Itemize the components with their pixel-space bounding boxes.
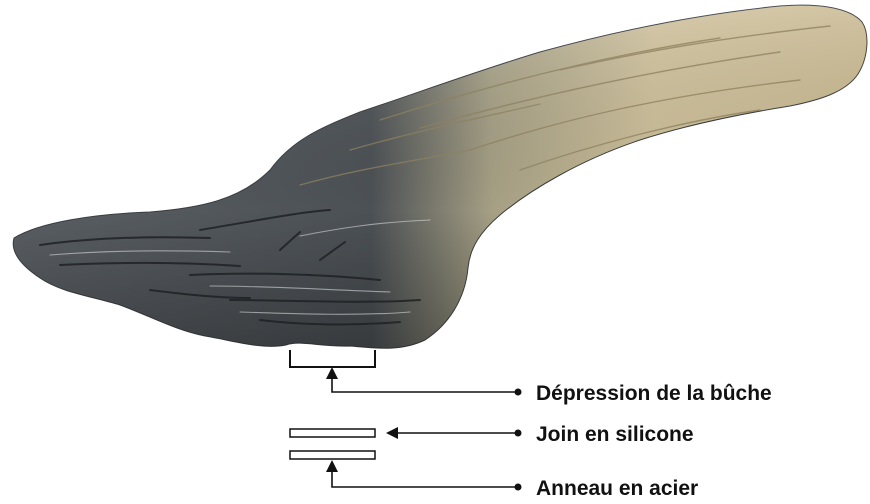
callout-ring-leader (332, 465, 516, 487)
callout-depression-label: Dépression de la bûche (536, 382, 772, 405)
silicone-joint-rect (290, 429, 375, 437)
callout-ring-label: Anneau en acier (536, 477, 698, 500)
callout-ring: Anneau en acier (326, 460, 698, 500)
callout-silicone: Join en silicone (386, 423, 694, 446)
callout-depression-arrowhead (326, 367, 338, 379)
callout-silicone-arrowhead (386, 427, 398, 439)
callout-depression: Dépression de la bûche (326, 367, 772, 405)
log-shading (13, 5, 867, 348)
callout-ring-arrowhead (326, 460, 338, 472)
steel-ring-rect (290, 451, 375, 459)
callout-ring-dot (515, 484, 522, 491)
callout-silicone-label: Join en silicone (536, 423, 694, 446)
depression-bracket (290, 350, 375, 367)
callout-silicone-dot (515, 430, 522, 437)
callout-depression-dot (515, 389, 522, 396)
log-image (13, 5, 867, 348)
callout-depression-leader (332, 372, 516, 392)
